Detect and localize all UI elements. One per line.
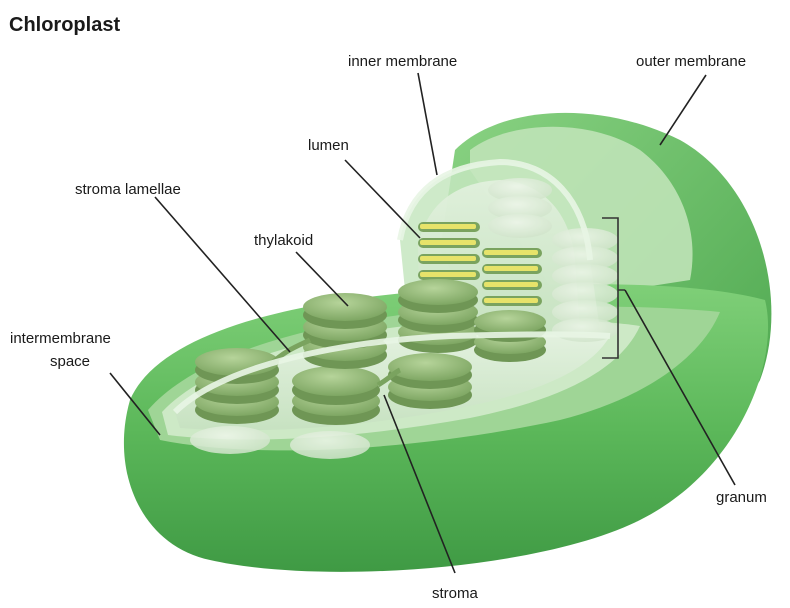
diagram-title: Chloroplast xyxy=(9,14,120,37)
granum-stack xyxy=(398,279,478,353)
leader-outer-membrane xyxy=(660,75,706,145)
granum-stack xyxy=(303,293,387,369)
label-inner-membrane: inner membrane xyxy=(348,53,457,70)
label-outer-membrane: outer membrane xyxy=(636,53,746,70)
label-intermembrane-space-line1: intermembrane xyxy=(10,330,111,347)
granum-stack xyxy=(388,353,472,409)
label-stroma-lamellae: stroma lamellae xyxy=(75,181,181,198)
label-stroma: stroma xyxy=(432,585,479,602)
leader-inner-membrane xyxy=(418,73,437,175)
label-lumen: lumen xyxy=(308,137,349,154)
label-thylakoid: thylakoid xyxy=(254,232,313,249)
granum-stack xyxy=(292,366,380,425)
label-granum: granum xyxy=(716,489,767,506)
leader-lumen xyxy=(345,160,420,238)
leader-stroma-lamellae xyxy=(155,197,290,352)
label-intermembrane-space-line2: space xyxy=(50,353,90,370)
